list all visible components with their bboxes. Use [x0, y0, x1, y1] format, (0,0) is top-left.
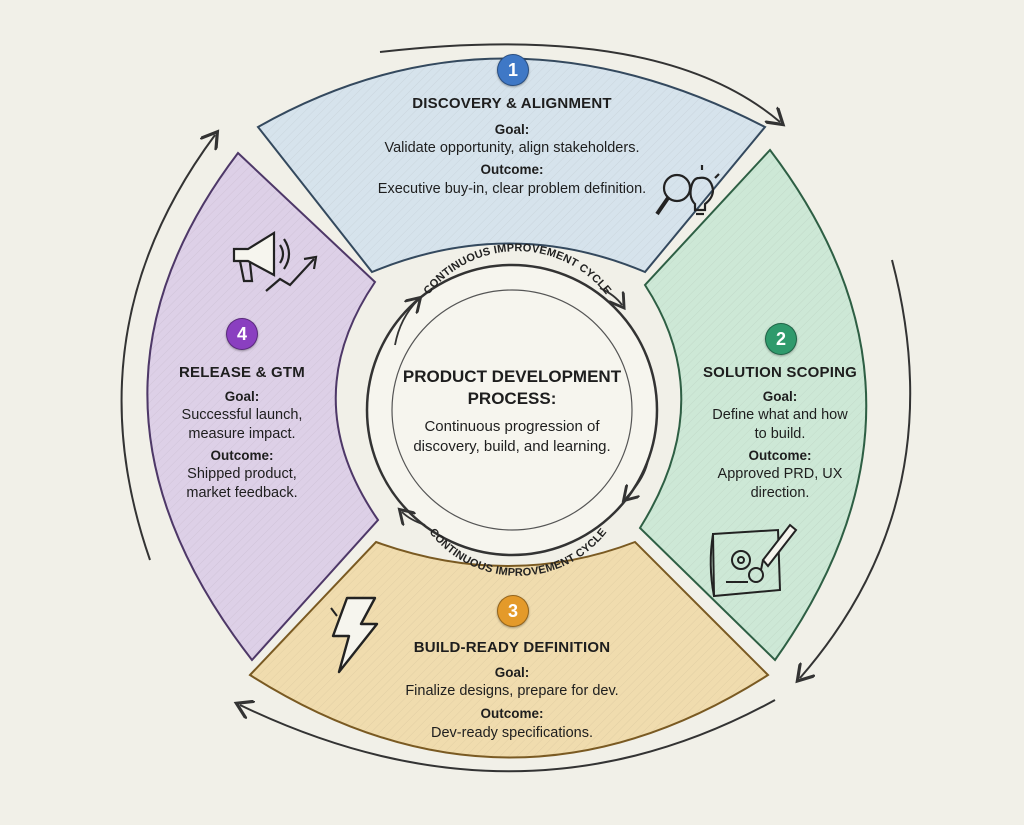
- stage-3-goal-text: Finalize designs, prepare for dev.: [362, 682, 662, 700]
- stage-2-outcome-line1: Approved PRD, UX: [690, 465, 870, 483]
- stage-4-goal-line1: Successful launch,: [152, 406, 332, 424]
- stage-1-goal-label: Goal:: [362, 122, 662, 139]
- center-desc-line1: Continuous progression of: [392, 417, 632, 437]
- stage-3-title: BUILD-READY DEFINITION: [362, 639, 662, 658]
- stage-3-goal-label: Goal:: [362, 665, 662, 682]
- stage-4-goal-label: Goal:: [152, 389, 332, 406]
- stage-1-title: DISCOVERY & ALIGNMENT: [362, 95, 662, 114]
- stage-3-outcome-label: Outcome:: [362, 706, 662, 723]
- stage-4-outcome-label: Outcome:: [152, 448, 332, 465]
- stage-2-badge: 2: [765, 323, 797, 355]
- stage-2-goal-label: Goal:: [690, 389, 870, 406]
- stage-1-goal-text: Validate opportunity, align stakeholders…: [362, 139, 662, 157]
- stage-2-outcome-line2: direction.: [690, 484, 870, 502]
- stage-4-goal-line2: measure impact.: [152, 425, 332, 443]
- stage-4-outcome-line2: market feedback.: [152, 484, 332, 502]
- stage-4-outcome-line1: Shipped product,: [152, 465, 332, 483]
- stage-2-goal-line1: Define what and how: [690, 406, 870, 424]
- stage-1-badge: 1: [497, 54, 529, 86]
- stage-2-goal-line2: to build.: [690, 425, 870, 443]
- stage-4-badge: 4: [226, 318, 258, 350]
- center-title-line2: PROCESS:: [392, 388, 632, 410]
- stage-1-outcome-label: Outcome:: [362, 162, 662, 179]
- stage-3-badge: 3: [497, 595, 529, 627]
- stage-1-outcome-text: Executive buy-in, clear problem definiti…: [362, 180, 662, 198]
- center-title-line1: PRODUCT DEVELOPMENT: [392, 366, 632, 388]
- stage-2-outcome-label: Outcome:: [690, 448, 870, 465]
- stage-2-title: SOLUTION SCOPING: [690, 364, 870, 383]
- stage-3-outcome-text: Dev-ready specifications.: [362, 724, 662, 742]
- center-desc-line2: discovery, build, and learning.: [392, 437, 632, 457]
- stage-4-title: RELEASE & GTM: [152, 364, 332, 383]
